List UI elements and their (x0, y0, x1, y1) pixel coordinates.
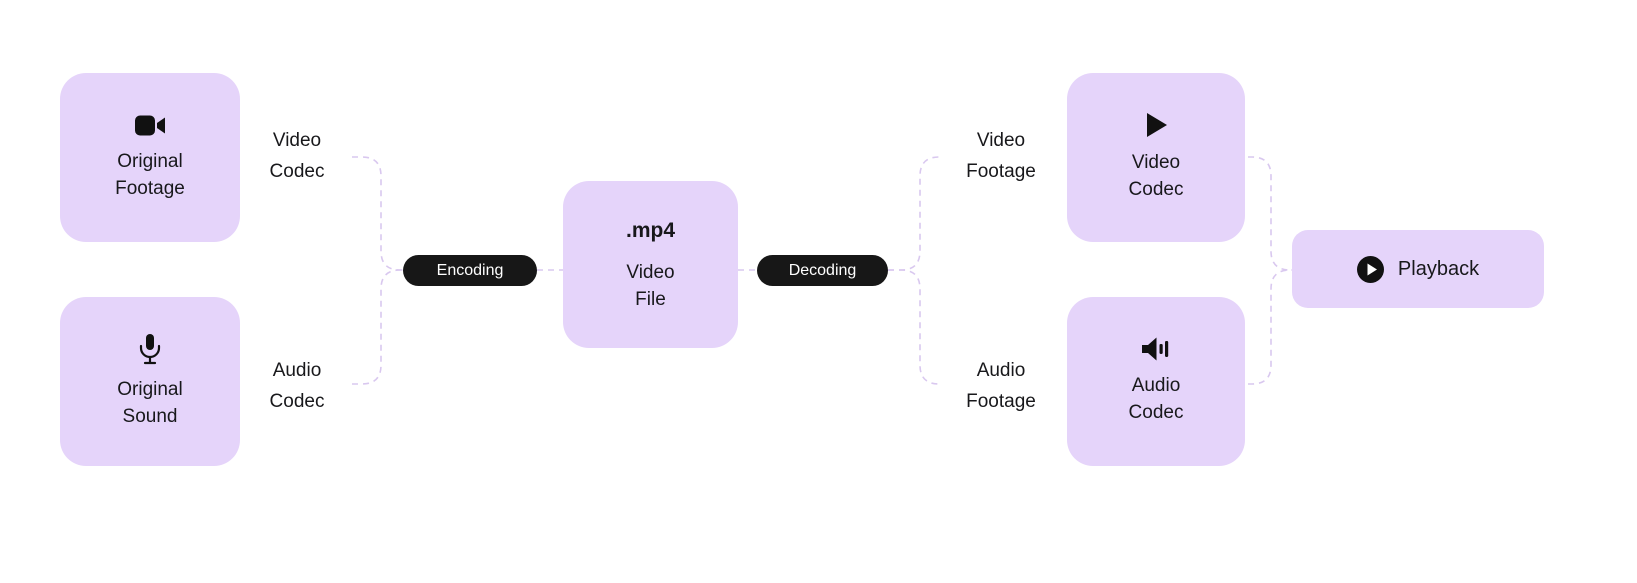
wire-decoding-to-audio-footage (888, 269, 942, 385)
video-codec-label: Video Codec (1128, 152, 1184, 200)
playback-node: Playback (1292, 230, 1544, 308)
microphone-icon (138, 333, 162, 365)
wire-audio-codec-to-encoding (352, 269, 403, 385)
audio-codec-node: Audio Codec (1067, 297, 1245, 466)
video-codec-node: Video Codec (1067, 73, 1245, 242)
encoding-badge: Encoding (403, 255, 537, 286)
audio-footage-side-label: Audio Footage (966, 360, 1036, 412)
audio-codec-side-label: Audio Codec (269, 360, 325, 412)
original-footage-label: Original Footage (115, 150, 185, 199)
wire-video-codec-to-encoding (352, 156, 403, 271)
playback-label: Playback (1397, 257, 1480, 280)
play-icon (1145, 112, 1168, 138)
video-footage-side-label: Video Footage (966, 130, 1036, 182)
original-footage-node: Original Footage (60, 73, 240, 242)
play-circle-icon (1356, 255, 1384, 283)
speaker-icon (1142, 337, 1170, 361)
wire-decoding-to-video-footage (888, 156, 942, 271)
decoding-badge: Decoding (757, 255, 888, 286)
file-extension-label: .mp4 (625, 218, 675, 242)
original-sound-node: Original Sound (60, 297, 240, 466)
wire-video-codec-to-playback (1248, 156, 1292, 271)
video-file-node: .mp4 Video File (563, 181, 738, 348)
video-codec-side-label: Video Codec (269, 130, 325, 182)
wire-audio-codec-to-playback (1248, 269, 1292, 385)
video-camera-icon (134, 114, 166, 137)
audio-codec-label: Audio Codec (1128, 375, 1184, 423)
original-sound-label: Original Sound (117, 378, 183, 427)
video-file-label: Video File (626, 261, 675, 310)
